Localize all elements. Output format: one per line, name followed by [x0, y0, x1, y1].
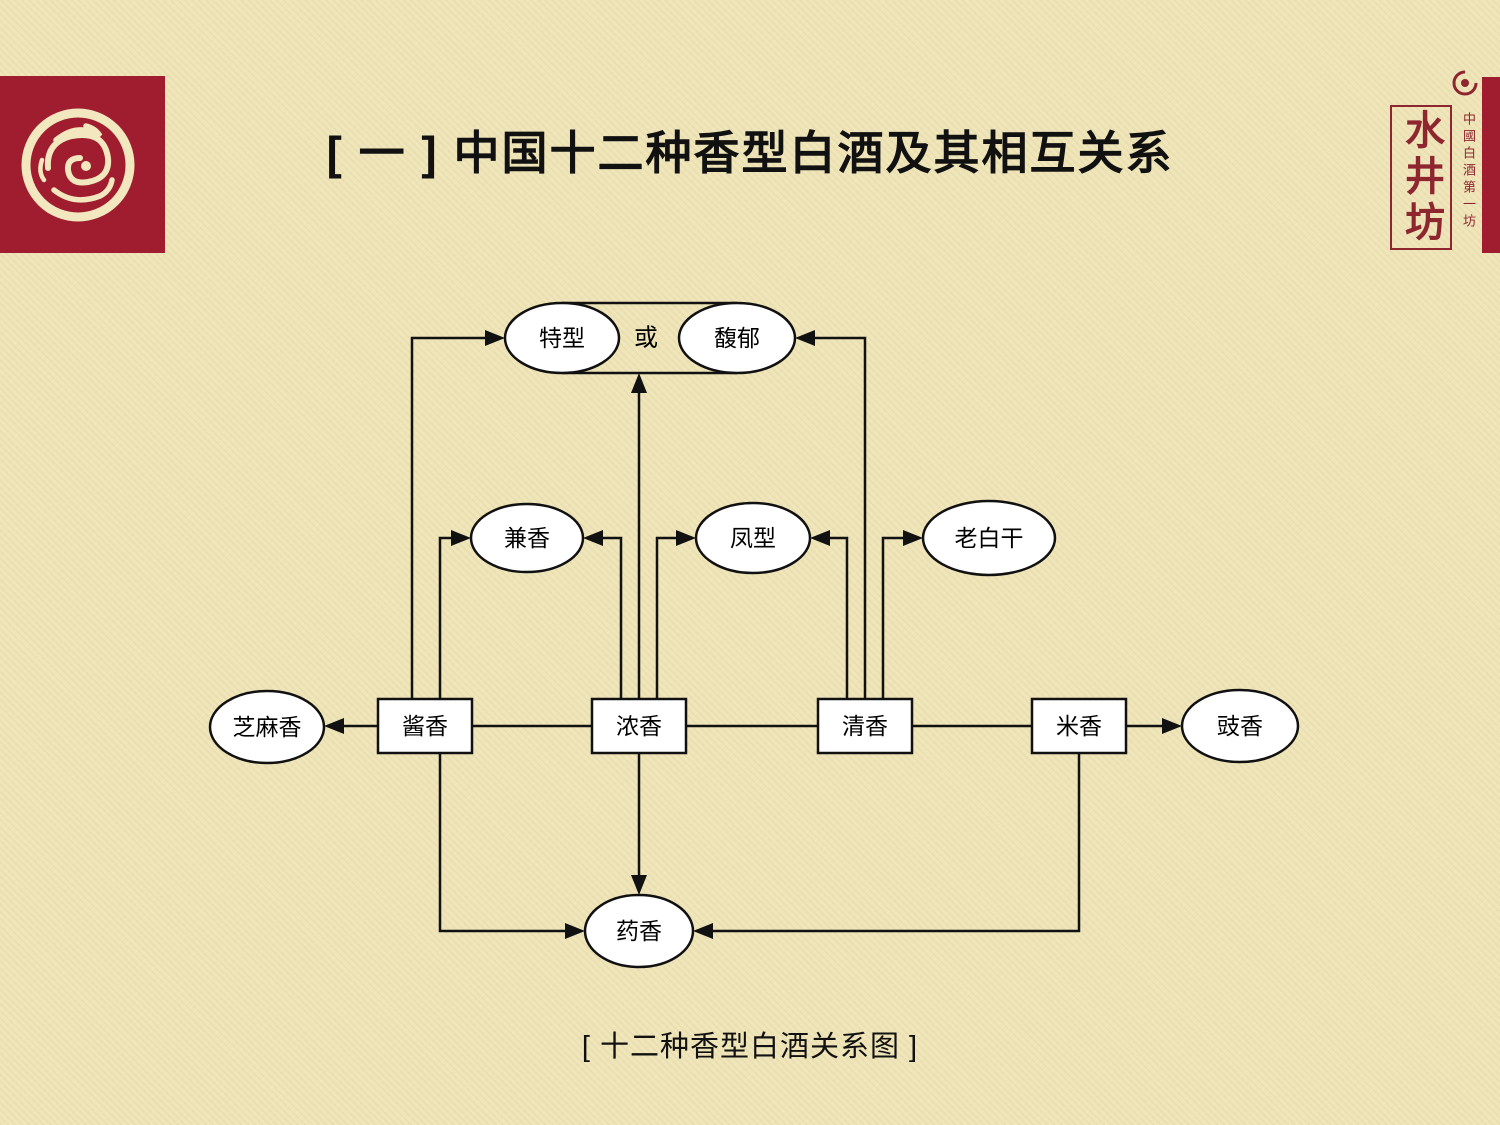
node-chixiang: 豉香: [1180, 688, 1300, 764]
edge-jiangxiang-jianxiang: [438, 530, 471, 699]
edge-nongxiang-group: [631, 373, 647, 699]
diagram-caption: [ 十二种香型白酒关系图 ]: [581, 1031, 919, 1063]
node-texing-label: 特型: [539, 325, 585, 351]
edge-jiangxiang-yaoxiang: [438, 753, 585, 939]
brand-tagline: 中國白酒第一坊: [1461, 112, 1476, 231]
edge-nongxiang-fengxing: [655, 530, 696, 699]
texing-fuyu-group-lines: [562, 301, 737, 375]
node-jiangxiang: 酱香: [376, 697, 474, 755]
edge-mixiang-yaoxiang: [693, 753, 1081, 939]
node-zhimaxiang-label: 芝麻香: [233, 714, 302, 740]
edge-qingxiang-fengxing: [810, 530, 849, 699]
edge-qingxiang-fuyu: [795, 330, 867, 699]
dragon-emblem-graphic: [0, 76, 165, 253]
node-zhimaxiang: 芝麻香: [208, 689, 326, 765]
edge-mixiang-chixiang: [1126, 718, 1182, 734]
node-jiangxiang-label: 酱香: [402, 713, 448, 739]
brand-name-frame: 水井坊: [1390, 105, 1452, 250]
node-qingxiang-label: 清香: [842, 713, 888, 739]
node-nongxiang-label: 浓香: [616, 713, 662, 739]
node-chixiang-label: 豉香: [1217, 713, 1263, 739]
node-mixiang-label: 米香: [1056, 713, 1102, 739]
node-mixiang: 米香: [1030, 697, 1128, 755]
node-yaoxiang: 药香: [583, 893, 695, 969]
edge-jiangxiang-zhimaxiang: [324, 718, 378, 734]
brand-name: 水井坊: [1399, 108, 1444, 247]
edge-jiangxiang-texing: [410, 330, 505, 699]
node-nongxiang: 浓香: [590, 697, 688, 755]
logo-red-bar: [1482, 77, 1500, 253]
edge-nongxiang-jianxiang: [583, 530, 623, 699]
node-texing: 特型: [503, 301, 621, 375]
or-label: 或: [634, 325, 658, 352]
node-fuyu: 馥郁: [677, 301, 797, 375]
node-qingxiang: 清香: [816, 697, 914, 755]
node-jianxiang: 兼香: [469, 502, 585, 574]
dragon-motif: [38, 123, 115, 203]
node-fuyu-label: 馥郁: [714, 325, 760, 351]
node-laobaigan: 老白干: [921, 499, 1057, 577]
brand-mark-icon: [1452, 70, 1478, 96]
node-fengxing: 凤型: [694, 501, 812, 575]
edge-qingxiang-laobaigan: [881, 530, 923, 699]
page-title: [ 一 ] 中国十二种香型白酒及其相互关系: [326, 127, 1174, 179]
edge-nongxiang-yaoxiang: [631, 753, 647, 895]
node-fengxing-label: 凤型: [730, 525, 776, 551]
node-yaoxiang-label: 药香: [616, 918, 662, 944]
node-laobaigan-label: 老白干: [955, 525, 1024, 551]
node-jianxiang-label: 兼香: [504, 525, 550, 551]
corner-emblem: [0, 76, 165, 253]
